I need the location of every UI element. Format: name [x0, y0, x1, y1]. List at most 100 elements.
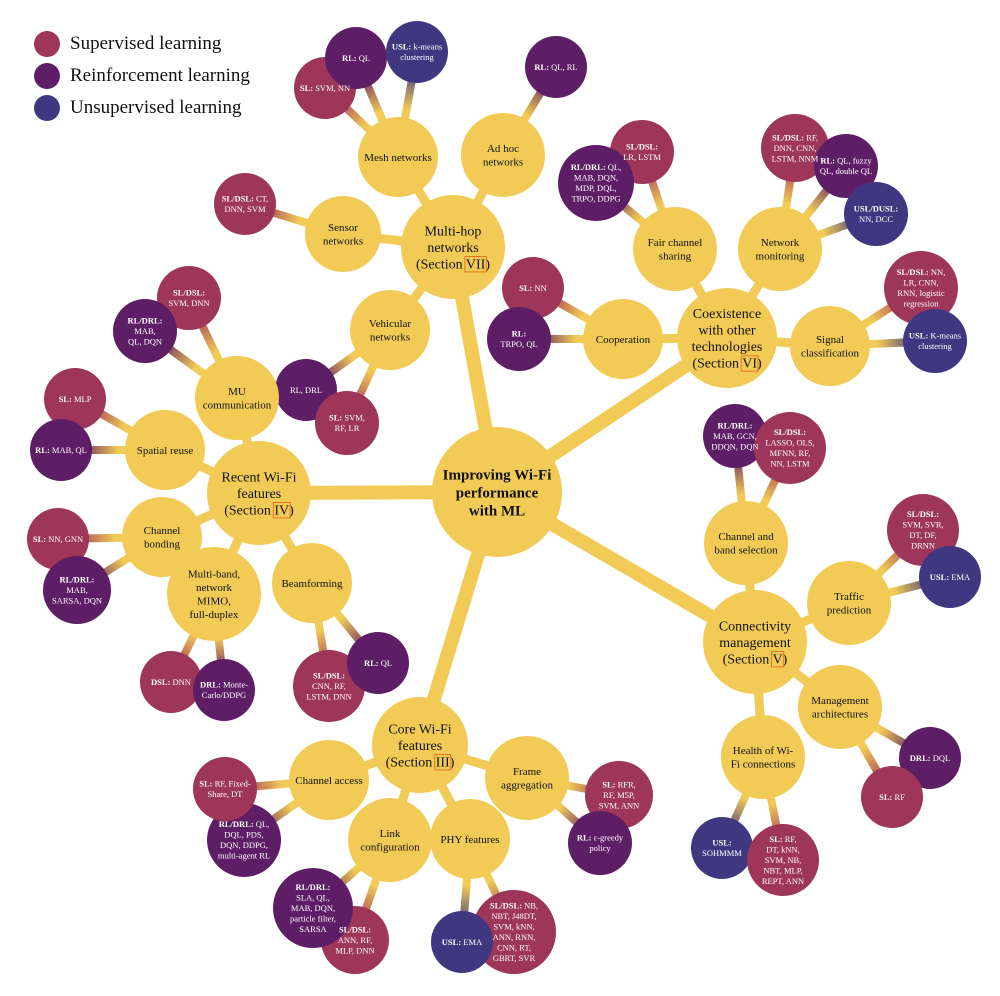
- leaf-label-reinforcement: DRL: DQL: [910, 753, 950, 763]
- leaf-reinforcement: [193, 659, 255, 721]
- method-list: QL, fuzzy: [835, 156, 872, 166]
- leaf-supervised-circle: [884, 251, 958, 325]
- leaf-label-supervised: SL/DSL:CNN, RF,LSTM, DNN: [306, 670, 351, 701]
- leaf-supervised: [502, 257, 564, 319]
- section-s7-circle: [401, 195, 505, 299]
- method-category: RL:: [577, 833, 592, 843]
- node-label: SL/DSL:: [774, 427, 806, 437]
- node-label: ANN, RNN,: [493, 932, 536, 942]
- method-category: SL:: [199, 779, 212, 789]
- node-label: regression: [904, 299, 940, 309]
- legend: Supervised learning Reinforcement learni…: [34, 28, 250, 124]
- subtopic-traffic-circle: [807, 561, 891, 645]
- leaf-reinforcement: [558, 145, 634, 221]
- node-label: RL: QL: [342, 53, 370, 63]
- legend-label: Unsupervised learning: [70, 97, 242, 118]
- leaf-unsupervised-circle: [844, 182, 908, 246]
- leaf-reinforcement-circle: [703, 404, 767, 468]
- leaf-label-unsupervised: USL: EMA: [930, 572, 971, 582]
- method-category: SL:: [329, 413, 342, 423]
- leaf-supervised: [157, 266, 221, 330]
- node-label: TRPO, QL: [500, 339, 537, 349]
- node-label: management: [719, 636, 791, 651]
- method-list: QL, RL: [549, 62, 578, 72]
- leaf-supervised-circle: [754, 412, 826, 484]
- section-numeral[interactable]: III: [436, 755, 450, 770]
- section-numeral[interactable]: VI: [742, 357, 757, 372]
- node-label: CNN, RT,: [497, 943, 531, 953]
- node-label: with other: [698, 324, 755, 339]
- section-link-box[interactable]: [272, 502, 291, 519]
- section-link-box[interactable]: [740, 355, 759, 372]
- leaf-unsupervised-circle: [919, 546, 981, 608]
- section-word: (Section: [723, 652, 773, 667]
- section-link-box[interactable]: [464, 256, 487, 273]
- node-label: QL, double QL: [820, 166, 872, 176]
- section-numeral[interactable]: V: [773, 652, 783, 667]
- leaf-label-reinforcement: RL: QL, RL: [534, 62, 577, 72]
- section-reference: (Section III): [386, 755, 455, 770]
- node-label: LSTM, NNM: [772, 153, 819, 163]
- node-label: NN, DCC: [859, 214, 893, 224]
- node-label: PHY features: [440, 834, 499, 846]
- subtopic-bond: Channel bonding: [122, 497, 202, 577]
- node-label: USL:: [712, 838, 732, 848]
- method-category: SL:: [879, 792, 892, 802]
- node-label: Channel: [144, 525, 181, 537]
- subtopic-phy: PHY features: [430, 799, 510, 879]
- leaf-reinforcement: [207, 803, 281, 877]
- leaf-label-supervised: SL/DSL:SVM, SVR,DT, DF,DRNN: [902, 509, 943, 551]
- subtopic-sensor-circle: [305, 196, 381, 272]
- node-label: SL: SVM,: [329, 413, 365, 423]
- leaf-label-supervised: SL: RFR,RF, M5P,SVM, ANN: [599, 779, 640, 810]
- section-word: (Section: [224, 503, 274, 518]
- leaf-unsupervised-circle: [903, 309, 967, 373]
- subtopic-adhoc-circle: [461, 113, 545, 197]
- leaf-supervised: [884, 251, 958, 325]
- node-label: RL/DRL: QL,: [571, 162, 622, 172]
- leaf-reinforcement: [487, 307, 551, 371]
- method-category: SL/DSL:: [907, 509, 939, 519]
- node-label: DRL: Monte-: [200, 680, 248, 690]
- subtopic-bond-circle: [122, 497, 202, 577]
- method-category: SL/DSL:: [774, 427, 806, 437]
- method-category: USL:: [909, 331, 929, 341]
- node-label: Channel access: [295, 775, 363, 787]
- section-link-box[interactable]: [434, 754, 452, 771]
- leaf-label-supervised: SL: RF: [879, 792, 905, 802]
- node-label: bonding: [144, 539, 181, 551]
- method-category: USL:: [712, 838, 732, 848]
- method-category: USL:: [442, 937, 462, 947]
- subtopic-spatial: Spatial reuse: [125, 410, 205, 490]
- leaf-reinforcement-circle: [814, 134, 878, 198]
- leaf-label-reinforcement: RL: MAB, QL: [35, 445, 87, 455]
- section-reference: (Section V): [723, 652, 788, 667]
- node-label: Link: [380, 828, 401, 840]
- section-numeral[interactable]: IV: [274, 503, 289, 518]
- node-label: SL/DSL: NB,: [490, 901, 538, 911]
- leaf-label-reinforcement: RL/DRL: QL,DQL, PDS,DQN, DDPG,multi-agen…: [218, 819, 270, 861]
- legend-item-reinforcement: Reinforcement learning: [34, 60, 250, 92]
- section-numeral[interactable]: VII: [466, 257, 486, 272]
- method-list: k-means: [411, 42, 442, 52]
- method-category: SL/DSL:: [222, 194, 254, 204]
- section-link-box[interactable]: [771, 651, 785, 668]
- node-label: RL: ε-greedy: [577, 833, 624, 843]
- section-reference: (Section VI): [692, 357, 762, 372]
- leaf-reinforcement: [113, 299, 177, 363]
- node-label: networks: [323, 236, 363, 248]
- node-label: with ML: [469, 503, 525, 519]
- legend-item-unsupervised: Unsupervised learning: [34, 92, 250, 124]
- leaf-label-unsupervised: USL/DUSL:NN, DCC: [854, 204, 899, 225]
